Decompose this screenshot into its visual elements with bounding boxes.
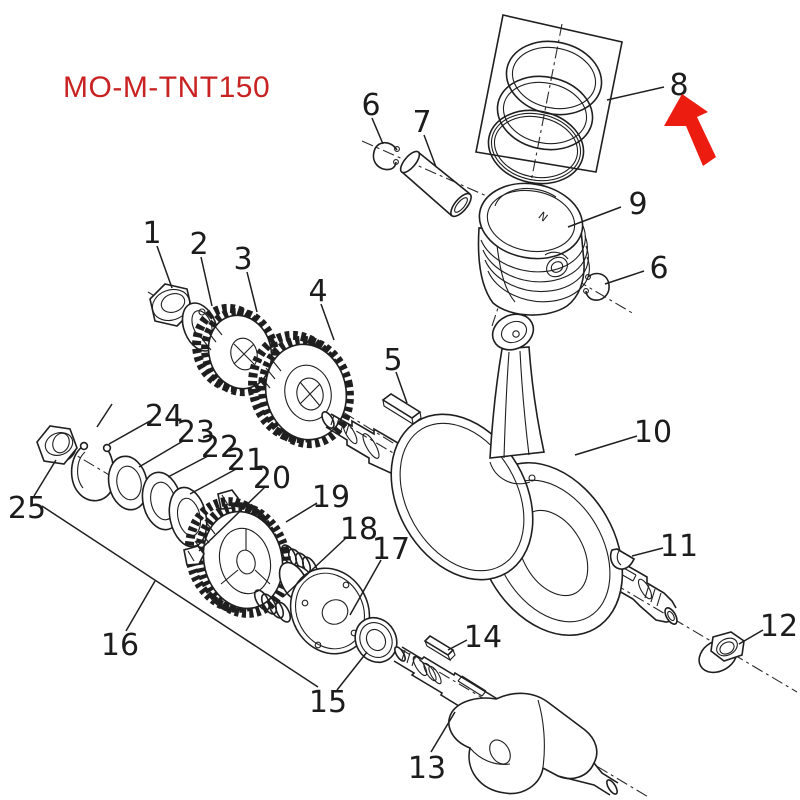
balancer-shaft: [393, 646, 619, 796]
part-label-3: 3: [233, 242, 252, 277]
part-label-7: 7: [412, 105, 431, 140]
part-label-1: 1: [142, 216, 161, 251]
gear-19-teeth: [194, 502, 292, 618]
spline-hatch: [644, 584, 662, 607]
gear-4-teeth: [258, 335, 354, 449]
part-label-2: 2: [189, 227, 208, 262]
crank-right-shaft: [592, 553, 678, 625]
part-label-12: 12: [760, 609, 798, 644]
hex-nut-1: [149, 283, 193, 327]
gear-19: [184, 497, 292, 618]
part-label-11: 11: [660, 529, 698, 564]
part-label-6-upper: 6: [361, 88, 380, 123]
ring-set-box: [475, 14, 623, 173]
highlight-arrow: [664, 94, 716, 166]
key-14: [423, 634, 456, 662]
part-label-16: 16: [101, 628, 139, 663]
part-label-22: 22: [201, 430, 239, 465]
part-label-8: 8: [669, 68, 688, 103]
oil-ring: [487, 109, 585, 185]
part-label-15: 15: [309, 685, 347, 720]
connecting-rod: [489, 313, 545, 485]
piston: N: [477, 182, 590, 316]
part-label-21: 21: [227, 443, 265, 478]
balancer-keyway: [457, 675, 487, 697]
part-label-19: 19: [312, 480, 350, 515]
balancer-weight: [448, 692, 598, 795]
part-label-25: 25: [8, 491, 46, 526]
part-label-4: 4: [308, 274, 327, 309]
web-hole: [528, 474, 536, 482]
second-ring: [496, 75, 594, 151]
thread-hatch-left: [330, 414, 350, 435]
piston-pin: [399, 150, 472, 218]
key-5: [381, 393, 422, 426]
part-label-5: 5: [383, 343, 402, 378]
part-label-13: 13: [408, 751, 446, 786]
leader-lines: [33, 86, 764, 753]
part-label-18: 18: [340, 512, 378, 547]
piston-ring-set: [475, 14, 623, 185]
part-label-10: 10: [634, 415, 672, 450]
part-label-23: 23: [177, 415, 215, 450]
part-label-17: 17: [372, 532, 410, 567]
circlip-axis: [555, 267, 635, 315]
part-label-14: 14: [464, 620, 502, 655]
gear-19-face: [202, 510, 284, 610]
bearing-15: [354, 616, 398, 664]
snap-ring-24: [70, 441, 115, 502]
pin-boss-hole: [546, 256, 568, 278]
flange-nut-25: [36, 425, 78, 465]
spring-b: [253, 589, 292, 623]
part-label-20: 20: [253, 461, 291, 496]
circlip-upper: [372, 141, 400, 171]
part-label-9: 9: [628, 187, 647, 222]
rod-beam: [489, 346, 545, 459]
piston-crown: [478, 182, 584, 260]
woodruff-key: [609, 548, 636, 570]
part-labels: 1 2 3 4 5 6 7 8 9 6 10 11 12 13 14 15 16…: [8, 68, 798, 786]
page-title: MO-M-TNT150: [63, 71, 270, 104]
assembly-16-bracket: [41, 505, 319, 688]
flange-nut-12: [698, 631, 745, 674]
washer-23: [107, 455, 149, 511]
part-label-24: 24: [145, 399, 183, 434]
crankshaft: [321, 313, 678, 637]
gear-3-face: [207, 314, 273, 390]
part-label-6-lower: 6: [649, 251, 668, 286]
circlip-lower: [583, 272, 610, 301]
